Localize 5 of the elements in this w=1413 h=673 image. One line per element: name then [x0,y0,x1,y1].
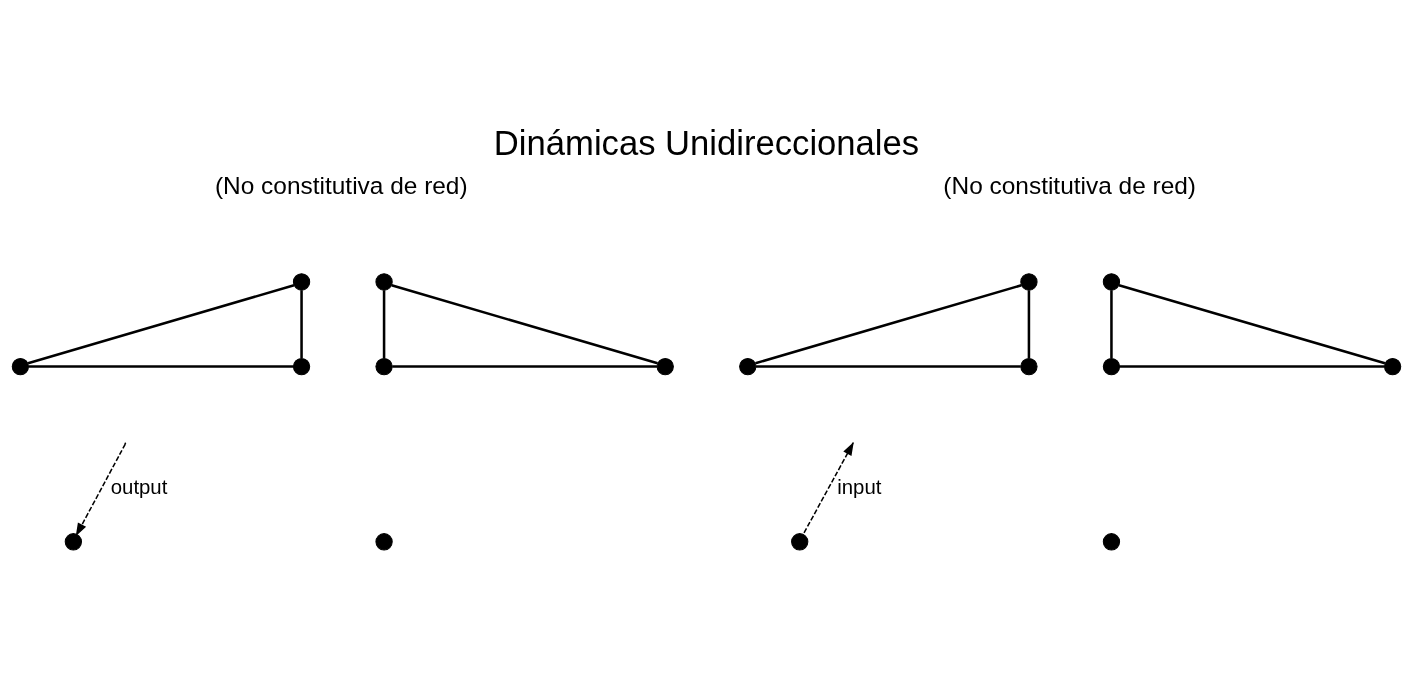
label: (No constitutiva de red) [943,171,1196,199]
edge-label: input [837,475,882,498]
diagram-title: Dinámicas Unidireccionales [493,123,920,162]
label: (No constitutiva de red) [214,171,468,199]
edge-label: output [110,475,168,498]
